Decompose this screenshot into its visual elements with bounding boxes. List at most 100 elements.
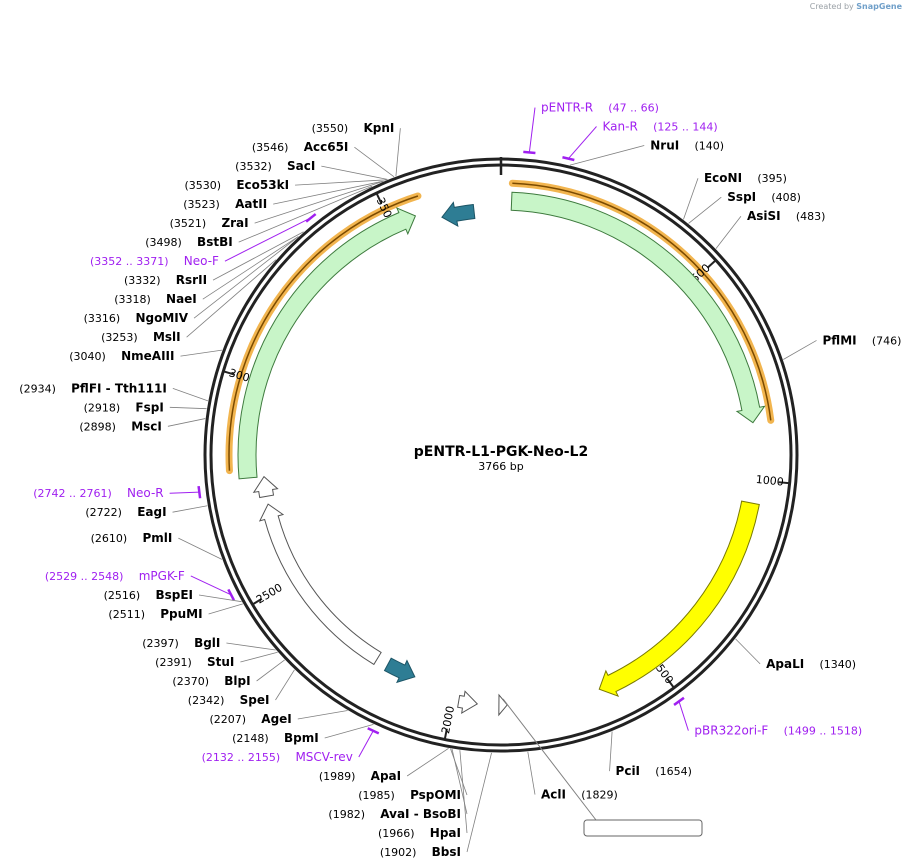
- enzyme-kpni-label: (3550) KpnI: [312, 121, 395, 135]
- primer-kan-r-leader: [568, 126, 597, 159]
- enzyme-pmli-name: PmlI: [142, 531, 172, 545]
- enzyme-bbsi-label: (1902) BbsI: [380, 845, 461, 859]
- primer-neo-r-range: (2742 .. 2761): [33, 487, 112, 500]
- primer-neo-f-site: [305, 213, 317, 223]
- enzyme-ppumi-position: (2511): [108, 608, 145, 621]
- enzyme-ngomiv-leader: [193, 236, 298, 319]
- enzyme-pcii-label: PciI (1654): [616, 764, 692, 778]
- pgk-promoter-arrow: [258, 503, 382, 666]
- enzyme-eco53ki-leader: [295, 179, 387, 186]
- enzyme-hpai-position: (1966): [378, 827, 415, 840]
- enzyme-pflfi-tth111i-label: (2934) PflFI - Tth111I: [19, 381, 167, 395]
- enzyme-apali-leader: [735, 638, 761, 665]
- primer-kan-r-label: Kan-R (125 .. 144): [603, 120, 718, 134]
- enzyme-msli-label: (3253) MslI: [101, 330, 181, 344]
- enzyme-apai-leader: [406, 748, 449, 777]
- enzyme-asisi-label: AsiSI (483): [747, 209, 826, 223]
- enzyme-zrai-name: ZraI: [221, 216, 248, 230]
- enzyme-pspomi-name: PspOMI: [410, 788, 461, 802]
- rrnb-t2-arrow: [498, 693, 508, 717]
- enzyme-pspomi-leader: [450, 748, 468, 796]
- primer-kan-r-site: [562, 156, 575, 162]
- enzyme-aatii-leader: [273, 180, 384, 205]
- enzyme-zrai-label: (3521) ZraI: [170, 216, 249, 230]
- enzyme-msci-leader: [167, 418, 206, 427]
- enzyme-ngomiv-position: (3316): [84, 312, 121, 325]
- primer-mscv-rev-name: MSCV-rev: [295, 750, 352, 764]
- tick-label-2000: 2000: [439, 705, 457, 735]
- primer-pbr322ori-f-label: pBR322ori-F (1499 .. 1518): [694, 724, 862, 738]
- enzyme-pflmi-position: (746): [872, 334, 902, 347]
- enzyme-sspi-position: (408): [771, 191, 801, 204]
- tick-2500: [252, 597, 263, 605]
- primer-pbr322ori-f-site: [673, 696, 685, 706]
- enzyme-sspi-name: SspI: [727, 190, 756, 204]
- rrnb-t1-arrow: [457, 690, 479, 714]
- enzyme-nmeaiii-leader: [180, 349, 223, 357]
- enzyme-apai-label: (1989) ApaI: [319, 769, 401, 783]
- primer-pbr322ori-f-range: (1499 .. 1518): [784, 725, 863, 738]
- primer-neo-r-label: (2742 .. 2761) Neo-R: [33, 486, 163, 500]
- enzyme-acli-position: (1829): [581, 789, 618, 802]
- enzyme-pflfi-tth111i-position: (2934): [19, 382, 56, 395]
- enzyme-pflmi-leader: [783, 340, 817, 360]
- primer-neo-f-name: Neo-F: [184, 254, 219, 268]
- plasmid-size: 3766 bp: [478, 460, 523, 473]
- primer-pentr-r-label: pENTR-R (47 .. 66): [541, 101, 659, 115]
- enzyme-asisi-position: (483): [796, 210, 826, 223]
- tick-1500: [666, 678, 675, 688]
- primer-neo-r-site: [197, 485, 202, 499]
- enzyme-pspomi-position: (1985): [358, 789, 395, 802]
- enzyme-blpi-leader: [256, 659, 285, 682]
- snapgene-credit: Created by SnapGene: [810, 2, 902, 11]
- enzyme-stui-label: (2391) StuI: [155, 655, 234, 669]
- tick-label-2500: 2500: [254, 581, 285, 607]
- enzyme-msli-leader: [186, 259, 277, 338]
- enzyme-agei-name: AgeI: [261, 712, 291, 726]
- primer-pentr-r-range: (47 .. 66): [608, 102, 659, 115]
- primer-neo-r-name: Neo-R: [127, 486, 164, 500]
- enzyme-rsrii-leader: [212, 231, 304, 281]
- highlight-core-0: [512, 182, 772, 421]
- enzyme-apai-position: (1989): [319, 770, 356, 783]
- enzyme-agei-label: (2207) AgeI: [209, 712, 291, 726]
- enzyme-eco53ki-position: (3530): [184, 179, 221, 192]
- primer-neo-f-range: (3352 .. 3371): [90, 255, 169, 268]
- enzyme-apali-position: (1340): [819, 658, 856, 671]
- enzyme-nmeaiii-label: (3040) NmeAIII: [69, 349, 174, 363]
- rrnb-t2-leader: [502, 698, 597, 821]
- enzyme-pspomi-label: (1985) PspOMI: [358, 788, 461, 802]
- enzyme-acc65i-label: (3546) Acc65I: [252, 140, 349, 154]
- primer-pentr-r-name: pENTR-R: [541, 101, 593, 115]
- enzyme-kpni-leader: [395, 128, 401, 177]
- enzyme-eagi-leader: [172, 505, 208, 513]
- enzyme-pflfi-tth111i-name: PflFI - Tth111I: [71, 381, 167, 395]
- enzyme-econi-name: EcoNI: [704, 171, 742, 185]
- kanr-arrow: [510, 191, 766, 424]
- enzyme-saci-name: SacI: [287, 159, 315, 173]
- enzyme-bpmi-name: BpmI: [284, 731, 319, 745]
- enzyme-ppumi-leader: [208, 603, 243, 615]
- enzyme-fspi-name: FspI: [135, 400, 163, 414]
- enzyme-apali-name: ApaLI: [766, 657, 804, 671]
- features: [237, 191, 766, 837]
- feature-highlights: [225, 179, 775, 475]
- enzyme-acc65i-leader: [354, 146, 395, 178]
- enzyme-pcii-name: PciI: [616, 764, 641, 778]
- primer-neo-f-leader: [224, 217, 312, 262]
- enzyme-stui-leader: [240, 651, 278, 663]
- primer-pbr322ori-f-name: pBR322ori-F: [694, 724, 768, 738]
- enzyme-ppumi-name: PpuMI: [160, 607, 202, 621]
- em7-promoter-arrow: [252, 475, 279, 499]
- enzyme-econi-leader: [683, 178, 699, 220]
- tick-3000: [224, 370, 235, 376]
- enzyme-naei-position: (3318): [114, 293, 151, 306]
- enzyme-saci-leader: [321, 165, 388, 180]
- primer-pbr322ori-f-leader: [678, 701, 689, 731]
- enzyme-agei-leader: [297, 710, 348, 720]
- enzyme-pcii-position: (1654): [655, 765, 692, 778]
- enzyme-stui-position: (2391): [155, 656, 192, 669]
- enzyme-asisi-leader: [715, 216, 742, 249]
- enzyme-agei-position: (2207): [209, 713, 246, 726]
- enzyme-msci-label: (2898) MscI: [79, 419, 162, 433]
